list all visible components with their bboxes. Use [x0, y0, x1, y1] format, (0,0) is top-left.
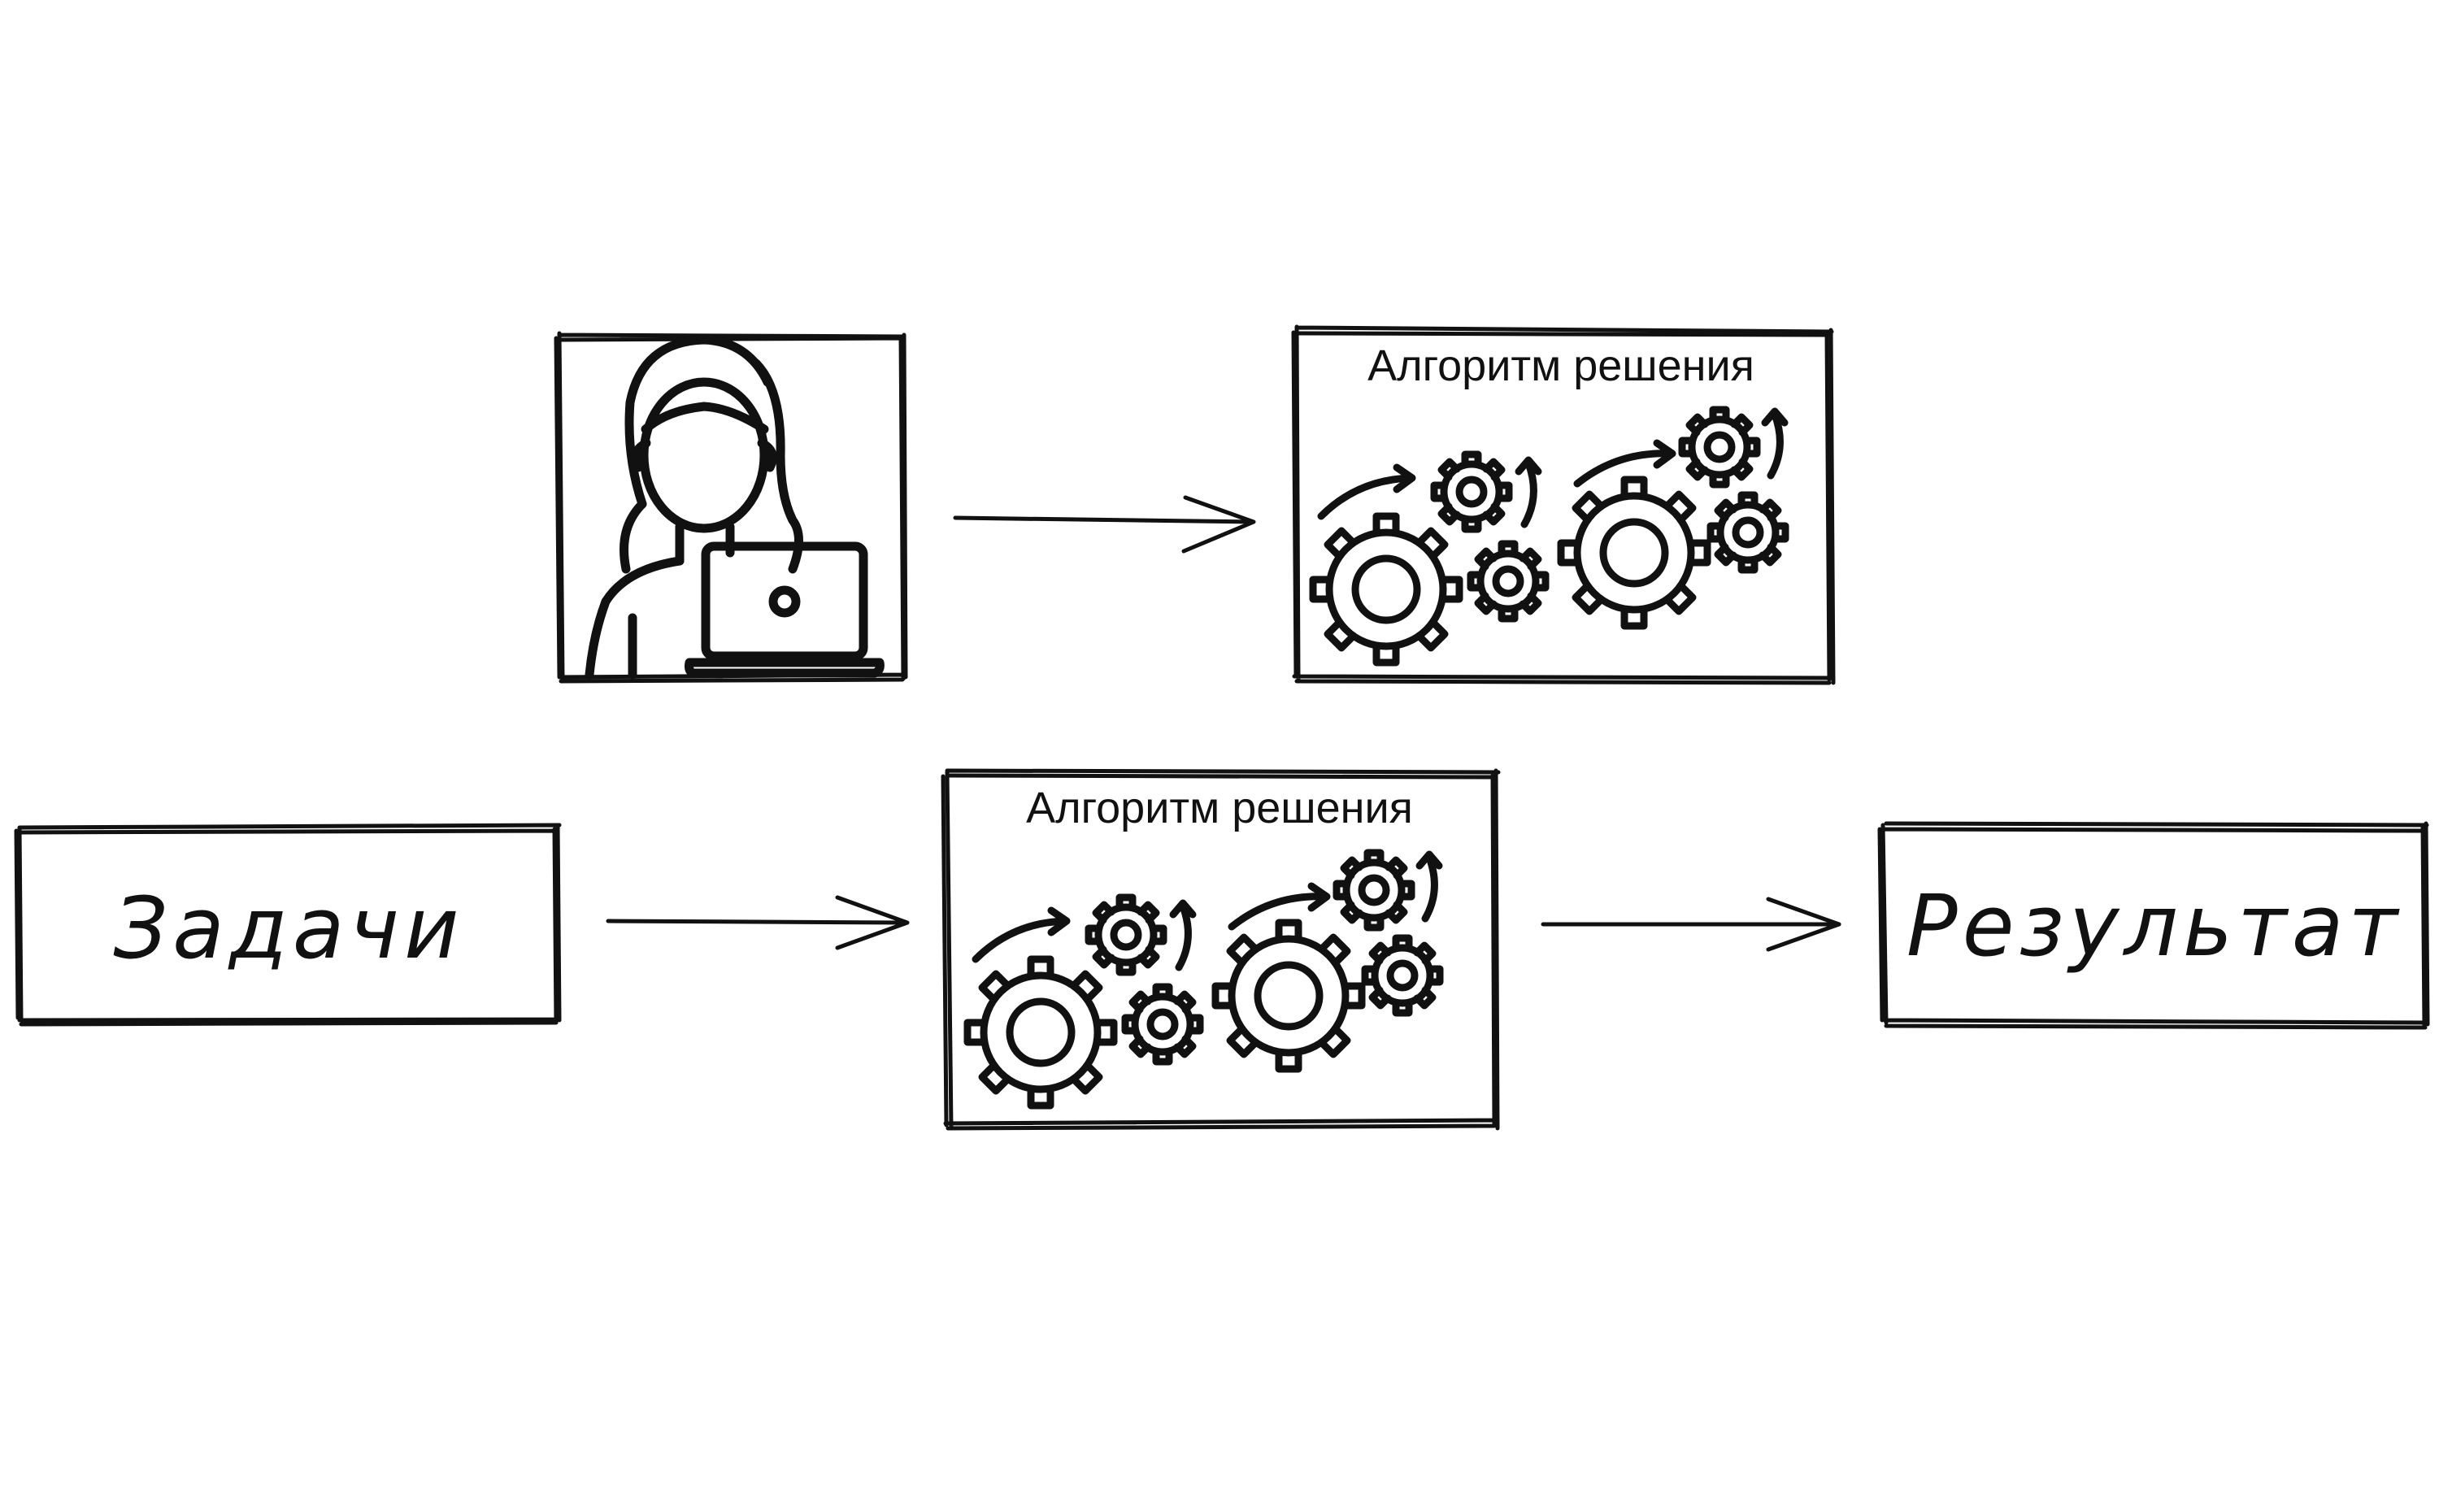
- algorithm-top-label: Алгоритм решения: [1367, 341, 1754, 390]
- woman-with-laptop-icon: [585, 335, 885, 680]
- person-node: [554, 331, 908, 684]
- result-node: Результат: [1877, 821, 2430, 1030]
- tasks-node-frame: [14, 823, 562, 1027]
- algorithm-top-frame: [1291, 324, 1836, 685]
- algorithm-top-node: Алгоритм решения: [1291, 324, 1836, 685]
- algorithm-bottom-frame: [941, 768, 1501, 1131]
- gears-icon: [967, 853, 1440, 1106]
- result-node-frame: [1877, 821, 2430, 1030]
- result-label: Результат: [1906, 876, 2402, 975]
- arrow-tasks-to-algorithm: [606, 895, 910, 950]
- gears-icon: [1313, 410, 1785, 663]
- arrow-algorithm-to-result: [1541, 897, 1841, 952]
- tasks-label: Задачи: [113, 879, 463, 978]
- arrow-person-to-algorithm: [953, 495, 1256, 554]
- tasks-node: Задачи: [14, 823, 562, 1027]
- algorithm-bottom-node: Алгоритм решения: [941, 768, 1501, 1131]
- algorithm-bottom-label: Алгоритм решения: [1026, 784, 1413, 832]
